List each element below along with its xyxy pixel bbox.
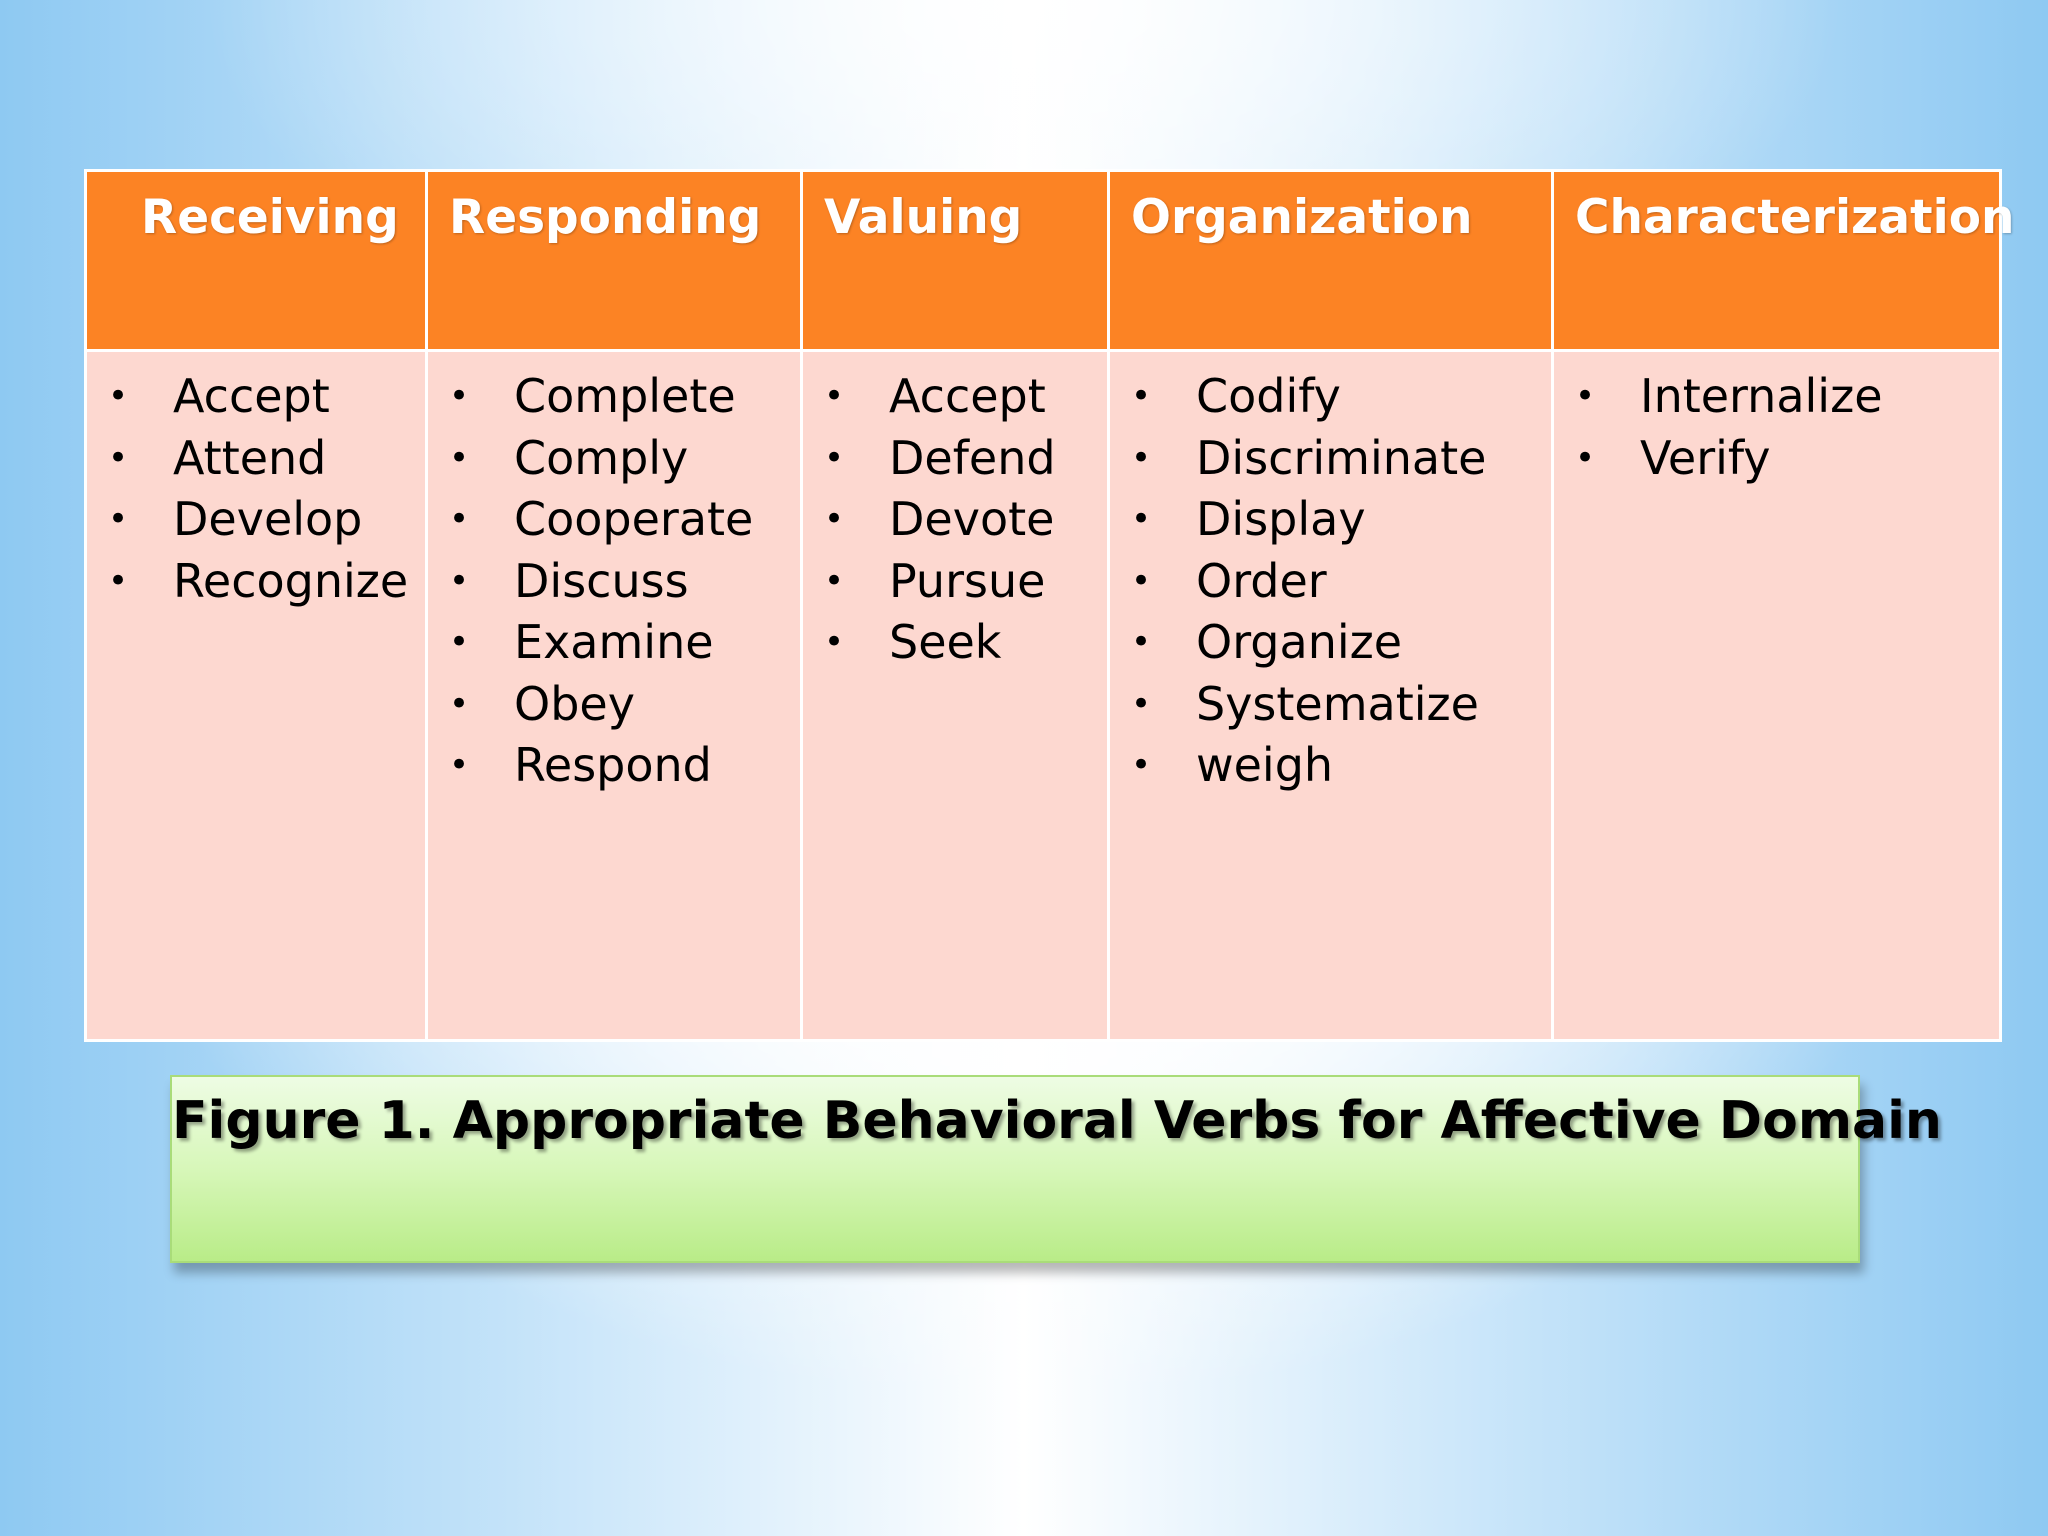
list-item: Organize: [1110, 612, 1551, 674]
list-item: Discriminate: [1110, 428, 1551, 490]
column-header-valuing: Valuing: [800, 169, 1110, 352]
characterization-verb-list: Internalize Verify: [1554, 366, 1999, 489]
list-item: Systematize: [1110, 674, 1551, 736]
list-item: Pursue: [803, 551, 1107, 613]
column-header-characterization: Characterization: [1551, 169, 2014, 352]
list-item: Accept: [803, 366, 1107, 428]
figure-caption-box: Figure 1. Appropriate Behavioral Verbs f…: [170, 1075, 1942, 1263]
column-header-responding: Responding: [425, 169, 803, 352]
list-item: Complete: [428, 366, 800, 428]
characterization-cell: Internalize Verify: [1551, 349, 2002, 1042]
column-header-organization: Organization: [1107, 169, 1554, 352]
list-item: Obey: [428, 674, 800, 736]
list-item: Examine: [428, 612, 800, 674]
affective-verbs-table: Receiving Responding Valuing Organizatio…: [84, 169, 2014, 1042]
list-item: Attend: [87, 428, 425, 490]
list-item: Develop: [87, 489, 425, 551]
list-item: Devote: [803, 489, 1107, 551]
valuing-cell: Accept Defend Devote Pursue Seek: [800, 349, 1110, 1042]
receiving-verb-list: Accept Attend Develop Recognize: [87, 366, 425, 612]
list-item: Order: [1110, 551, 1551, 613]
list-item: Display: [1110, 489, 1551, 551]
responding-verb-list: Complete Comply Cooperate Discuss Examin…: [428, 366, 800, 797]
list-item: Discuss: [428, 551, 800, 613]
responding-cell: Complete Comply Cooperate Discuss Examin…: [425, 349, 803, 1042]
list-item: Recognize: [87, 551, 425, 613]
figure-caption: Figure 1. Appropriate Behavioral Verbs f…: [172, 1091, 1942, 1151]
list-item: Codify: [1110, 366, 1551, 428]
list-item: Comply: [428, 428, 800, 490]
list-item: Defend: [803, 428, 1107, 490]
list-item: weigh: [1110, 735, 1551, 797]
list-item: Respond: [428, 735, 800, 797]
list-item: Verify: [1554, 428, 1999, 490]
valuing-verb-list: Accept Defend Devote Pursue Seek: [803, 366, 1107, 674]
receiving-cell: Accept Attend Develop Recognize: [84, 349, 428, 1042]
organization-verb-list: Codify Discriminate Display Order Organi…: [1110, 366, 1551, 797]
table-header-row: Receiving Responding Valuing Organizatio…: [84, 169, 2014, 352]
column-header-receiving: Receiving: [84, 169, 428, 352]
organization-cell: Codify Discriminate Display Order Organi…: [1107, 349, 1554, 1042]
list-item: Internalize: [1554, 366, 1999, 428]
list-item: Cooperate: [428, 489, 800, 551]
list-item: Accept: [87, 366, 425, 428]
table-body-row: Accept Attend Develop Recognize Complete…: [84, 349, 2002, 1042]
list-item: Seek: [803, 612, 1107, 674]
